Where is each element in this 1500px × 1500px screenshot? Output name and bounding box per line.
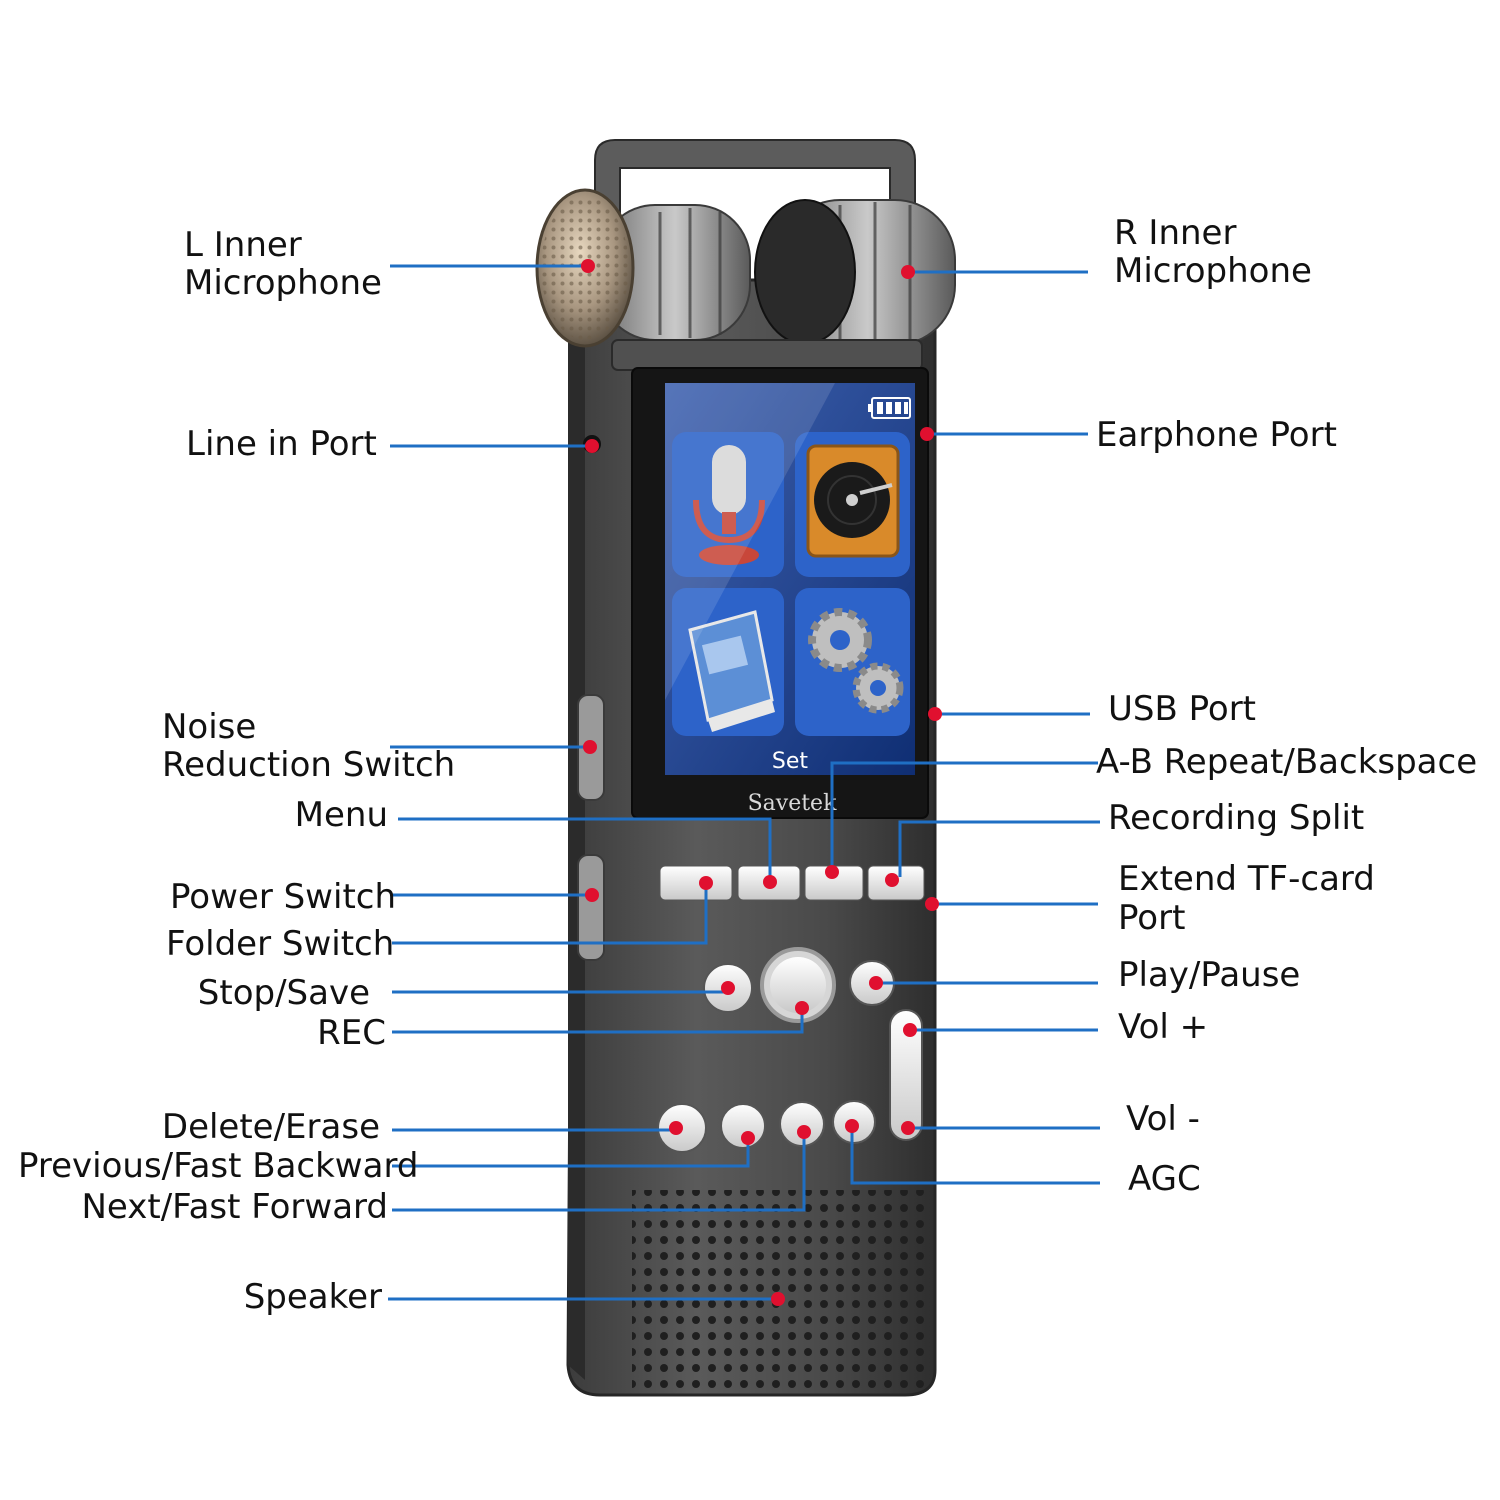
gear-icon bbox=[795, 588, 910, 736]
label-r-inner-mic-line2: Microphone bbox=[1114, 251, 1312, 291]
label-speaker: Speaker bbox=[244, 1277, 382, 1317]
power-switch[interactable] bbox=[577, 854, 605, 961]
label-l-inner-mic-line1: L Inner bbox=[184, 225, 302, 265]
book-icon bbox=[672, 588, 784, 736]
marker-dots bbox=[581, 259, 942, 1306]
label-agc: AGC bbox=[1128, 1159, 1201, 1199]
voice-recorder-device: Set Savetek bbox=[535, 139, 956, 1397]
left-microphone bbox=[535, 188, 751, 348]
speaker-grille bbox=[632, 1190, 932, 1390]
brand-logo: Savetek bbox=[748, 791, 837, 816]
label-rec: REC bbox=[317, 1013, 386, 1053]
label-extend-tf-line1: Extend TF-card bbox=[1118, 859, 1375, 899]
screen-caption: Set bbox=[772, 749, 809, 774]
label-l-inner-mic-line2: Microphone bbox=[184, 263, 382, 303]
label-r-inner-mic-line1: R Inner bbox=[1114, 213, 1236, 253]
volume-rocker[interactable] bbox=[889, 1009, 923, 1141]
folder-button[interactable] bbox=[659, 865, 733, 901]
label-noise-line1: Noise bbox=[162, 707, 256, 747]
label-vol-minus: Vol - bbox=[1126, 1099, 1200, 1139]
label-extend-tf-line2: Port bbox=[1118, 898, 1185, 938]
label-play-pause: Play/Pause bbox=[1118, 955, 1300, 995]
label-prev-fast-back: Previous/Fast Backward bbox=[18, 1146, 418, 1186]
label-noise-line2: Reduction Switch bbox=[162, 745, 455, 785]
microphone-icon bbox=[672, 432, 784, 577]
label-vol-plus: Vol + bbox=[1118, 1007, 1208, 1047]
screen-glare bbox=[665, 383, 835, 700]
next-button[interactable] bbox=[779, 1101, 825, 1147]
label-stop-save: Stop/Save bbox=[198, 973, 370, 1013]
label-recording-split: Recording Split bbox=[1108, 798, 1364, 838]
music-disc-icon bbox=[795, 432, 910, 577]
right-microphone bbox=[754, 199, 956, 346]
label-usb-port: USB Port bbox=[1108, 689, 1256, 729]
label-line-in-port: Line in Port bbox=[186, 424, 377, 464]
callout-labels: L Inner Microphone R Inner Microphone Li… bbox=[18, 213, 1477, 1317]
label-menu: Menu bbox=[295, 795, 388, 835]
label-power-switch: Power Switch bbox=[170, 877, 396, 917]
label-next-fast-fwd: Next/Fast Forward bbox=[81, 1187, 388, 1227]
label-folder-switch: Folder Switch bbox=[166, 924, 394, 964]
label-delete-erase: Delete/Erase bbox=[162, 1107, 380, 1147]
label-earphone-port: Earphone Port bbox=[1096, 415, 1337, 455]
body-side-edge bbox=[568, 300, 585, 1380]
label-ab-repeat: A-B Repeat/Backspace bbox=[1096, 742, 1477, 782]
mic-base bbox=[611, 339, 923, 371]
battery-icon bbox=[868, 397, 911, 419]
